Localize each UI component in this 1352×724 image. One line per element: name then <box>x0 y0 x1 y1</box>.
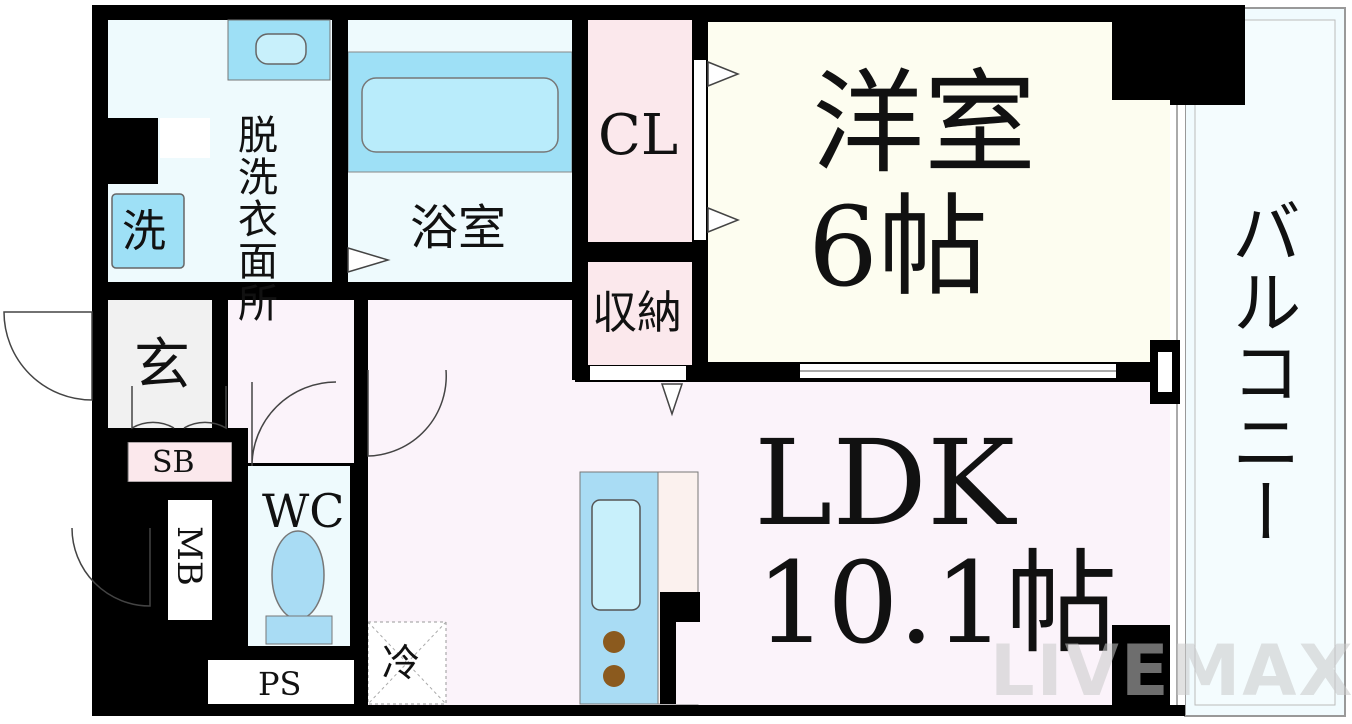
washer-pan <box>111 193 185 269</box>
ldk-label: LDK <box>754 414 1016 552</box>
western-room-label: 洋室 <box>812 59 1036 189</box>
stove-burner <box>603 665 625 687</box>
interior-walls <box>92 10 1172 716</box>
ldk-size: 10.1帖 <box>756 539 1118 669</box>
toilet-bowl <box>271 530 325 620</box>
toilet-label: WC <box>262 484 345 538</box>
washer-label: 洗 <box>122 206 166 257</box>
pipe-space <box>208 660 354 704</box>
storage-label: 収納 <box>592 286 683 339</box>
balcony-label: バルコニー <box>1220 196 1302 546</box>
shoe-box <box>127 441 233 483</box>
fridge-label: 冷 <box>382 641 421 685</box>
washroom-label: 脱洗衣面所 <box>231 114 277 324</box>
pipe-space-label: PS <box>258 665 302 703</box>
ldk-floor <box>368 300 1170 705</box>
closet-label: CL <box>598 103 679 168</box>
meter-box <box>168 500 212 620</box>
shoe-box-label: SB <box>152 445 195 480</box>
western-room-floor <box>708 22 1170 365</box>
stove-burner <box>603 631 625 653</box>
entrance-label: 玄 <box>134 333 190 398</box>
closet-floor <box>588 20 692 242</box>
western-room-size: 6帖 <box>808 183 988 311</box>
watermark-logo: LIVEMAX <box>990 630 1352 712</box>
meter-box-label: MB <box>169 526 209 586</box>
entrance-floor <box>108 300 226 428</box>
door-swings <box>3 60 741 607</box>
storage-floor <box>588 262 692 365</box>
bathroom-label: 浴室 <box>410 200 507 256</box>
